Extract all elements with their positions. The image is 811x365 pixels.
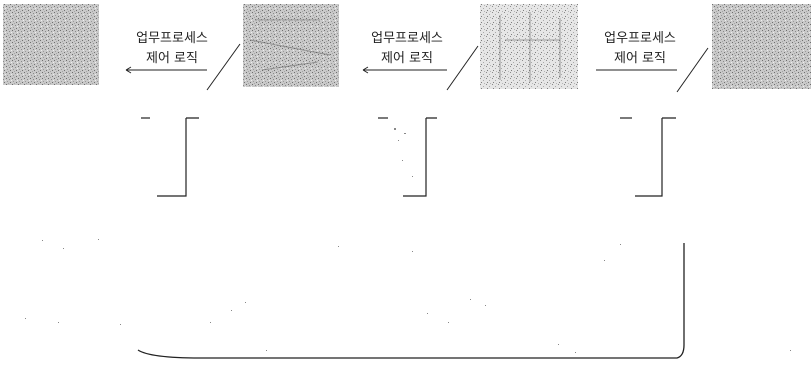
bracket-middle — [403, 117, 437, 197]
process-label-3-line1: 업우프로세스 — [604, 31, 676, 46]
noise-specks — [25, 128, 791, 353]
screen-thumbnail-3 — [480, 4, 578, 89]
connector-arrowhead-1 — [125, 66, 132, 74]
screen-thumbnail-4 — [712, 4, 811, 89]
connector-arrowhead-2 — [362, 66, 369, 74]
connector-diagonal-1 — [206, 43, 241, 91]
process-label-1: 업무프로세스 제어 로직 — [136, 31, 208, 66]
base-curve — [137, 243, 685, 359]
process-label-2: 업무프로세스 제어 로직 — [371, 31, 443, 66]
screen-thumbnail-2 — [243, 4, 339, 87]
process-label-2-line1: 업무프로세스 — [371, 31, 443, 46]
process-label-1-line1: 업무프로세스 — [136, 31, 208, 46]
process-label-2-line2: 제어 로직 — [381, 51, 433, 66]
process-label-3: 업우프로세스 제어 로직 — [604, 31, 676, 66]
bracket-right — [635, 117, 676, 197]
connector-diagonal-2 — [446, 45, 479, 91]
process-label-3-line2: 제어 로직 — [614, 51, 666, 66]
screen-thumbnail-1 — [3, 4, 99, 85]
connector-diagonal-3 — [676, 47, 709, 93]
process-label-1-line2: 제어 로직 — [146, 51, 198, 66]
bracket-left — [157, 117, 199, 197]
